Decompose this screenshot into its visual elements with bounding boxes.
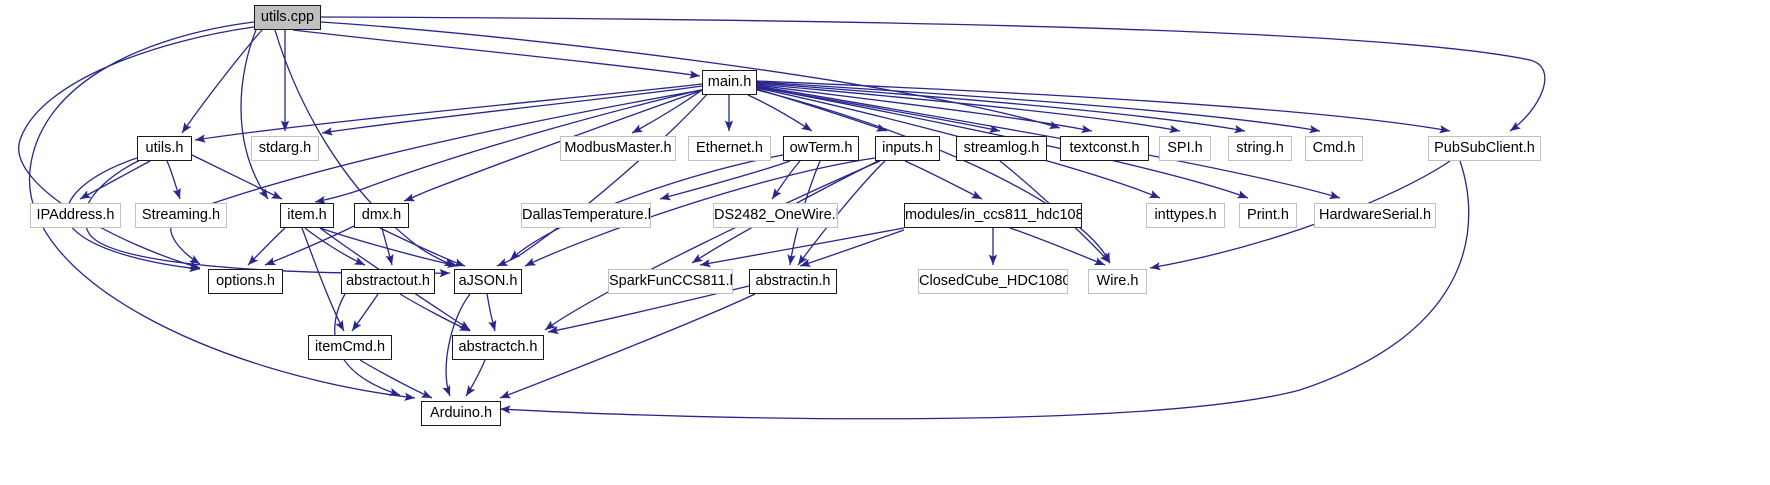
graph-edge: [799, 229, 905, 267]
graph-node-pubsubclient-h[interactable]: PubSubClient.h: [1428, 136, 1541, 161]
graph-edge: [747, 94, 813, 132]
graph-edge: [399, 293, 471, 332]
graph-edge: [320, 16, 1546, 132]
graph-edge: [403, 89, 704, 202]
graph-edge: [240, 29, 269, 200]
graph-edge: [319, 227, 459, 268]
graph-edge: [79, 160, 151, 200]
graph-edge: [320, 21, 1061, 130]
graph-node-inputs-h[interactable]: inputs.h: [875, 136, 940, 161]
graph-edge: [756, 82, 1246, 134]
graph-edge: [1009, 227, 1106, 266]
graph-edge: [756, 83, 1181, 134]
graph-node-textconst-h[interactable]: textconst.h: [1060, 136, 1149, 161]
graph-node-streaming-h[interactable]: Streaming.h: [135, 203, 227, 228]
graph-edge: [381, 227, 394, 266]
graph-node-abstractch-h[interactable]: abstractch.h: [452, 335, 544, 360]
graph-edge: [28, 21, 416, 401]
graph-node-spi-h[interactable]: SPI.h: [1159, 136, 1211, 161]
graph-node-ethernet-h[interactable]: Ethernet.h: [688, 136, 771, 161]
graph-edge: [509, 154, 784, 261]
graph-edge: [359, 359, 433, 399]
graph-node-stdarg-h[interactable]: stdarg.h: [251, 136, 319, 161]
graph-edge: [351, 293, 379, 332]
graph-node-ipaddress-h[interactable]: IPAddress.h: [30, 203, 121, 228]
graph-node-itemcmd-h[interactable]: itemCmd.h: [308, 335, 392, 360]
graph-edge: [274, 29, 456, 267]
graph-edge: [496, 91, 710, 267]
graph-edge: [499, 160, 1470, 420]
graph-edge: [544, 160, 881, 331]
graph-edge: [756, 89, 1111, 264]
graph-edge: [659, 160, 791, 201]
graph-node-wire-h[interactable]: Wire.h: [1088, 269, 1147, 294]
graph-edge: [314, 88, 706, 205]
graph-edge: [442, 293, 471, 397]
graph-node-dmx-h[interactable]: dmx.h: [354, 203, 409, 228]
graph-edge: [166, 160, 181, 200]
graph-edge: [170, 89, 703, 265]
graph-edge: [756, 84, 1093, 134]
graph-node-modbusmaster-h[interactable]: ModbusMaster.h: [560, 136, 676, 161]
graph-edge: [699, 227, 905, 268]
graph-edge: [292, 29, 701, 79]
graph-node-ajson-h[interactable]: aJSON.h: [454, 269, 522, 294]
graph-edge: [247, 227, 286, 266]
graph-edge: [321, 85, 703, 136]
graph-node-closedcube-h[interactable]: ClosedCube_HDC1080.h: [918, 269, 1068, 294]
graph-edge: [18, 26, 255, 270]
graph-edge: [756, 81, 1321, 134]
graph-node-in-ccs811-h[interactable]: modules/in_ccs811_hdc1080.h: [904, 203, 1082, 228]
graph-node-cmd-h[interactable]: Cmd.h: [1305, 136, 1363, 161]
graph-edge: [379, 227, 466, 267]
graph-edge: [194, 83, 703, 143]
graph-node-inttypes-h[interactable]: inttypes.h: [1146, 203, 1225, 228]
graph-edge: [904, 160, 983, 200]
graph-node-utils-h[interactable]: utils.h: [137, 136, 192, 161]
graph-edge: [771, 160, 801, 200]
graph-node-abstractout-h[interactable]: abstractout.h: [341, 269, 435, 294]
graph-edge: [499, 293, 756, 399]
graph-edge: [191, 154, 283, 200]
graph-edge: [304, 227, 366, 266]
graph-edge: [486, 293, 497, 332]
graph-node-abstractin-h[interactable]: abstractin.h: [749, 269, 837, 294]
graph-edge: [465, 359, 486, 397]
graph-node-print-h[interactable]: Print.h: [1239, 203, 1297, 228]
graph-node-ds2482-h[interactable]: DS2482_OneWire.h: [713, 203, 838, 228]
graph-node-options-h[interactable]: options.h: [208, 269, 283, 294]
graph-edge: [524, 157, 876, 267]
graph-node-string-h[interactable]: string.h: [1228, 136, 1292, 161]
graph-node-owterm-h[interactable]: owTerm.h: [783, 136, 859, 161]
graph-node-main-h[interactable]: main.h: [702, 70, 757, 95]
graph-edge: [756, 80, 1451, 134]
graph-edge: [264, 225, 355, 266]
graph-node-utils-cpp[interactable]: utils.cpp: [254, 5, 321, 30]
graph-node-arduino-h[interactable]: Arduino.h: [421, 401, 501, 426]
graph-node-streamlog-h[interactable]: streamlog.h: [956, 136, 1047, 161]
graph-node-item-h[interactable]: item.h: [280, 203, 334, 228]
graph-edge: [797, 160, 886, 266]
graph-edge: [181, 29, 263, 134]
graph-edge: [301, 227, 345, 332]
graph-node-hardwareserial-h[interactable]: HardwareSerial.h: [1314, 203, 1436, 228]
graph-node-dallastemp-h[interactable]: DallasTemperature.h: [521, 203, 651, 228]
graph-node-sparkfunccs811-h[interactable]: SparkFunCCS811.h: [608, 269, 733, 294]
